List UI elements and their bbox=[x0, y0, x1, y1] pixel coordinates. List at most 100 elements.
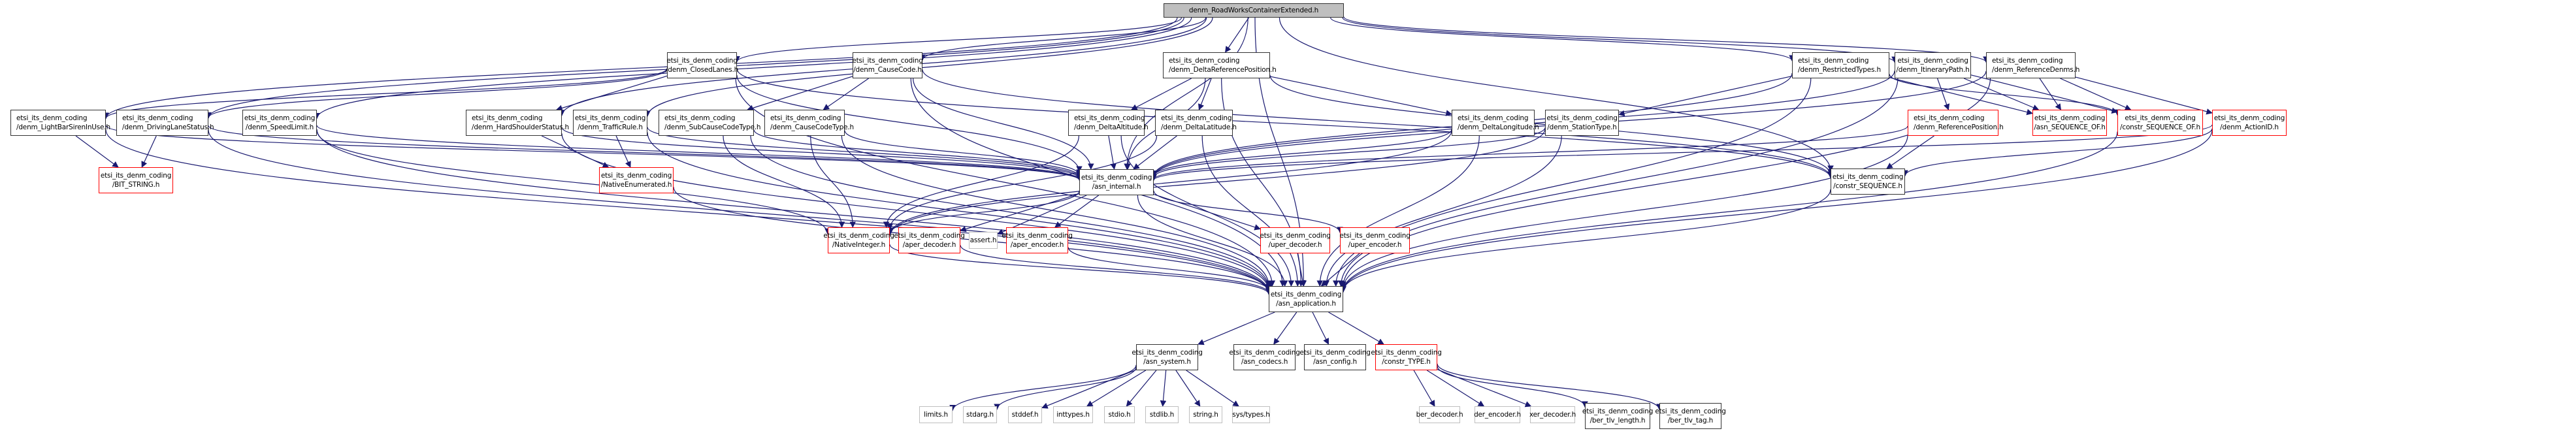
node-aper-decoder[interactable]: etsi_its_denm_coding/aper_decoder.h bbox=[894, 227, 965, 253]
node-directory-label: etsi_its_denm_coding bbox=[1339, 232, 1410, 240]
node-asn-config[interactable]: etsi_its_denm_coding/asn_config.h bbox=[1299, 344, 1371, 370]
edge-referenceDenms-to-actionID bbox=[2075, 76, 2213, 115]
node-file-label: /denm_DeltaAltitude.h bbox=[1074, 123, 1149, 131]
node-directory-label: etsi_its_denm_coding bbox=[1914, 114, 1985, 122]
node-file-label: /denm_DrivingLaneStatus.h bbox=[122, 123, 214, 131]
node-file-label: string.h bbox=[1193, 411, 1218, 419]
edge-asnSystem-to-stddef bbox=[1041, 369, 1137, 409]
node-directory-label: etsi_its_denm_coding bbox=[574, 114, 646, 122]
node-constr-sequence[interactable]: etsi_its_denm_coding/constr_SEQUENCE.h bbox=[1831, 168, 1905, 195]
node-file-label: /denm_RestrictedTypes.h bbox=[1798, 66, 1881, 74]
node-station-type[interactable]: etsi_its_denm_coding/denm_StationType.h bbox=[1545, 110, 1619, 136]
edge-restrictedTypes-to-asnSeqOf bbox=[1889, 77, 2033, 116]
edge-itineraryPath-to-referencePosition bbox=[1936, 78, 1950, 110]
node-file-label: /denm_SubCauseCodeType.h bbox=[664, 123, 761, 131]
node-hard-shoulder[interactable]: etsi_its_denm_coding/denm_HardShoulderSt… bbox=[466, 110, 569, 136]
node-directory-label: etsi_its_denm_coding bbox=[664, 114, 736, 122]
node-file-label: /asn_internal.h bbox=[1092, 183, 1141, 191]
edge-drivingLane-to-asnApplication bbox=[208, 129, 1272, 295]
node-directory-label: etsi_its_denm_coding bbox=[2034, 114, 2106, 122]
edge-hardShoulder-to-asnInternal bbox=[561, 127, 1083, 180]
node-asn-application[interactable]: etsi_its_denm_coding/asn_application.h bbox=[1269, 286, 1343, 312]
node-aper-encoder[interactable]: etsi_its_denm_coding/aper_encoder.h bbox=[1002, 227, 1073, 253]
node-constr-type[interactable]: etsi_its_denm_coding/constr_TYPE.h bbox=[1371, 344, 1442, 370]
edge-referenceDenms-to-constrSeqOf bbox=[2060, 78, 2132, 110]
node-file-label: stdio.h bbox=[1108, 411, 1131, 419]
edge-causeCode-to-subCauseCodeType bbox=[747, 76, 853, 111]
node-directory-label: etsi_its_denm_coding bbox=[1546, 114, 1618, 122]
node-asn-codecs[interactable]: etsi_its_denm_coding/asn_codecs.h bbox=[1229, 344, 1300, 370]
node-directory-label: etsi_its_denm_coding bbox=[1371, 349, 1442, 357]
node-ber-tlv-tag[interactable]: etsi_its_denm_coding/ber_tlv_tag.h bbox=[1655, 403, 1726, 429]
node-stdio: stdio.h bbox=[1104, 406, 1135, 423]
node-asn-internal[interactable]: etsi_its_denm_coding/asn_internal.h bbox=[1079, 169, 1154, 195]
node-file-label: /constr_SEQUENCE.h bbox=[1833, 182, 1902, 190]
node-constr-seq-of[interactable]: etsi_its_denm_coding/constr_SEQUENCE_OF.… bbox=[2117, 110, 2203, 136]
node-reference-denms[interactable]: etsi_its_denm_coding/denm_ReferenceDenms… bbox=[1986, 52, 2079, 78]
node-file-label: stdarg.h bbox=[966, 411, 994, 419]
node-directory-label: etsi_its_denm_coding bbox=[1169, 57, 1240, 65]
edge-root-to-closedLanes bbox=[734, 17, 1182, 63]
node-action-i-d[interactable]: etsi_its_denm_coding/denm_ActionID.h bbox=[2212, 110, 2287, 136]
edge-lightBar-to-bitString bbox=[75, 135, 119, 168]
node-directory-label: etsi_its_denm_coding bbox=[1798, 57, 1869, 65]
edge-deltaRefPos-to-asnApplication bbox=[1221, 78, 1305, 287]
node-asn-system[interactable]: etsi_its_denm_coding/asn_system.h bbox=[1132, 344, 1203, 370]
node-cause-code-type[interactable]: etsi_its_denm_coding/denm_CauseCodeType.… bbox=[764, 110, 854, 136]
node-directory-label: etsi_its_denm_coding bbox=[1655, 408, 1726, 415]
edge-causeCode-to-causeCodeType bbox=[823, 78, 869, 110]
edge-referencePosition-to-asnApplication bbox=[1340, 135, 1908, 290]
edge-lightBar-to-asnApplication bbox=[105, 129, 1272, 295]
edge-trafficRule-to-asnInternal bbox=[647, 127, 1083, 179]
node-delta-latitude[interactable]: etsi_its_denm_coding/denm_DeltaLatitude.… bbox=[1155, 110, 1237, 136]
edge-closedLanes-to-asnInternal bbox=[736, 75, 1083, 172]
edge-constrSequence-to-asnApplication bbox=[1340, 189, 1831, 293]
node-sub-cause-code-type[interactable]: etsi_its_denm_coding/denm_SubCauseCodeTy… bbox=[659, 110, 761, 136]
edge-closedLanes-to-hardShoulder bbox=[556, 75, 668, 112]
edge-drivingLane-to-bitString bbox=[141, 135, 157, 168]
node-file-label: /asn_SEQUENCE_OF.h bbox=[2034, 123, 2106, 131]
node-reference-position[interactable]: etsi_its_denm_coding/denm_ReferencePosit… bbox=[1908, 110, 2004, 136]
node-traffic-rule[interactable]: etsi_its_denm_coding/denm_TrafficRule.h bbox=[573, 110, 647, 136]
node-directory-label: etsi_its_denm_coding bbox=[852, 57, 923, 65]
edge-root-to-speedLimit bbox=[314, 17, 1192, 120]
node-native-integer[interactable]: etsi_its_denm_coding/NativeInteger.h bbox=[823, 227, 894, 253]
node-directory-label: etsi_its_denm_coding bbox=[1897, 57, 1968, 65]
node-file-label: /denm_ActionID.h bbox=[2220, 123, 2279, 131]
node-file-label: /denm_DeltaLongitude.h bbox=[1458, 123, 1539, 131]
node-light-bar[interactable]: etsi_its_denm_coding/denm_LightBarSirenI… bbox=[10, 110, 110, 136]
node-directory-label: etsi_its_denm_coding bbox=[1002, 232, 1073, 240]
node-file-label: inttypes.h bbox=[1056, 411, 1090, 419]
edge-root-to-referenceDenms bbox=[1343, 16, 1989, 63]
node-directory-label: etsi_its_denm_coding bbox=[2125, 114, 2196, 122]
edge-asnSystem-to-systypes bbox=[1186, 370, 1239, 407]
node-driving-lane[interactable]: etsi_its_denm_coding/denm_DrivingLaneSta… bbox=[116, 110, 214, 136]
edge-stationType-to-asnInternal bbox=[1150, 127, 1546, 178]
node-bit-string[interactable]: etsi_its_denm_coding/BIT_STRING.h bbox=[99, 167, 173, 193]
edge-asnInternal-to-aperDecoder bbox=[960, 193, 1080, 233]
node-directory-label: etsi_its_denm_coding bbox=[1992, 57, 2063, 65]
node-asn-seq-of[interactable]: etsi_its_denm_coding/asn_SEQUENCE_OF.h bbox=[2032, 110, 2107, 136]
node-uper-encoder[interactable]: etsi_its_denm_coding/uper_encoder.h bbox=[1339, 227, 1410, 253]
node-itinerary-path[interactable]: etsi_its_denm_coding/denm_ItineraryPath.… bbox=[1895, 52, 1971, 78]
edge-subCauseCodeType-to-nativeInteger bbox=[723, 135, 845, 228]
edge-causeCode-to-asnInternal bbox=[913, 78, 1094, 170]
node-delta-altitude[interactable]: etsi_its_denm_coding/denm_DeltaAltitude.… bbox=[1068, 110, 1149, 136]
edge-speedLimit-to-nativeInteger bbox=[316, 130, 831, 235]
node-file-label: stddef.h bbox=[1011, 411, 1039, 419]
node-uper-decoder[interactable]: etsi_its_denm_coding/uper_decoder.h bbox=[1260, 227, 1331, 253]
node-ber-tlv-length[interactable]: etsi_its_denm_coding/ber_tlv_length.h bbox=[1582, 403, 1653, 429]
edge-deltaRefPos-to-deltaAltitude bbox=[1130, 78, 1192, 110]
node-native-enum[interactable]: etsi_its_denm_coding/NativeEnumerated.h bbox=[599, 167, 674, 193]
node-delta-ref-pos[interactable]: etsi_its_denm_coding/denm_DeltaReference… bbox=[1163, 52, 1277, 78]
node-cause-code[interactable]: etsi_its_denm_coding/denm_CauseCode.h bbox=[852, 52, 923, 78]
node-speed-limit[interactable]: etsi_its_denm_coding/denm_SpeedLimit.h bbox=[242, 110, 317, 136]
edge-deltaRefPos-to-deltaLatitude bbox=[1198, 78, 1212, 110]
node-delta-longitude[interactable]: etsi_its_denm_coding/denm_DeltaLongitude… bbox=[1452, 110, 1539, 136]
node-closed-lanes[interactable]: etsi_its_denm_coding/denm_ClosedLanes.h bbox=[666, 52, 738, 78]
edge-stationType-to-asnApplication bbox=[1323, 135, 1562, 287]
edge-closedLanes-to-lightBar bbox=[103, 68, 668, 120]
node-root[interactable]: denm_RoadWorksContainerExtended.h bbox=[1164, 3, 1344, 18]
node-restricted-types[interactable]: etsi_its_denm_coding/denm_RestrictedType… bbox=[1792, 52, 1889, 78]
